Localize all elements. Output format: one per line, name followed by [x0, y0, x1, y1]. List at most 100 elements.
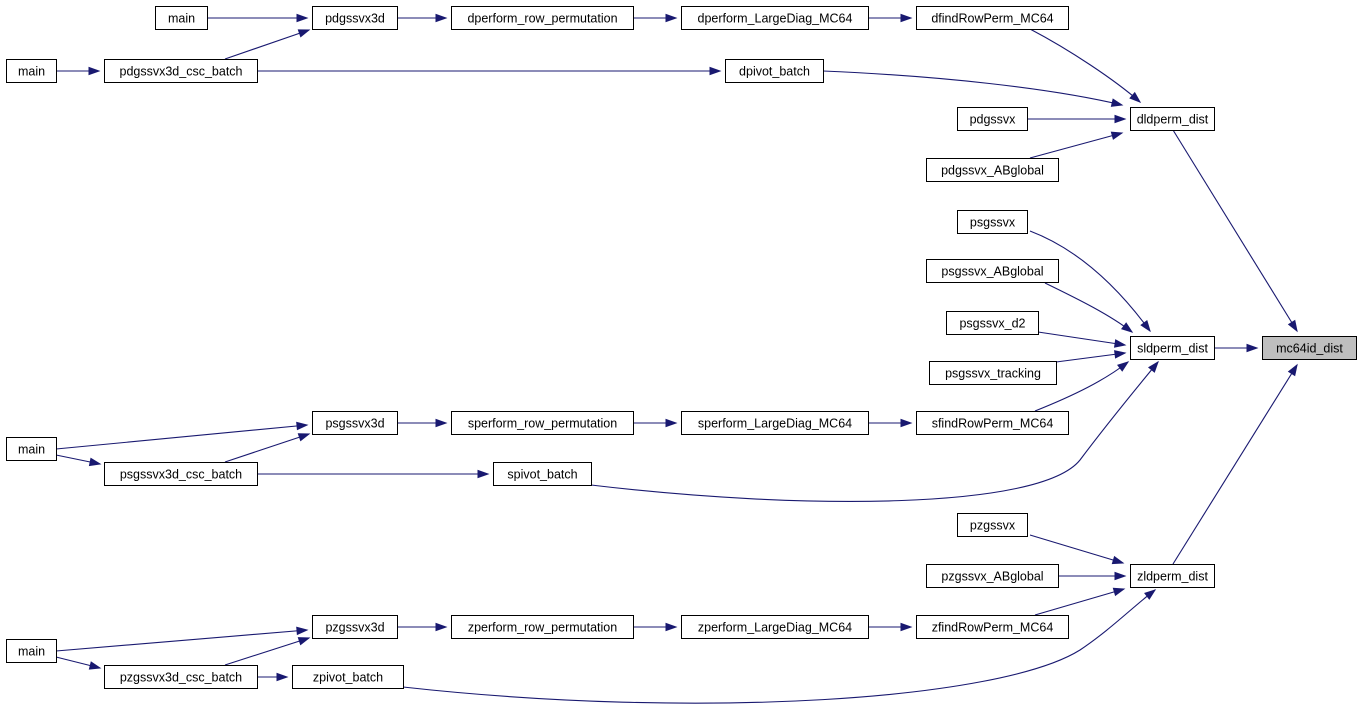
- edge-main3-to-psgssvx3d: [55, 421, 309, 450]
- edge-spivot-to-sldperm: [590, 360, 1159, 502]
- node-psgssvx_tr[interactable]: psgssvx_tracking: [929, 361, 1057, 385]
- edge-arrowhead: [665, 13, 678, 23]
- node-box: [104, 59, 258, 83]
- node-label: psgssvx_d2: [959, 317, 1025, 331]
- node-box: [957, 513, 1028, 537]
- node-mc64id[interactable]: mc64id_dist: [1262, 336, 1357, 360]
- node-drowperm[interactable]: dperform_row_permutation: [451, 6, 634, 30]
- edge-pdgssvx3d_csc-to-dpivot: [257, 66, 722, 76]
- node-box: [916, 6, 1069, 30]
- edges-layer: [55, 13, 1298, 704]
- edge-sfind-to-sldperm: [1034, 361, 1130, 412]
- node-zldperm[interactable]: zldperm_dist: [1130, 564, 1215, 588]
- edge-arrowhead: [1140, 319, 1151, 333]
- nodes-layer: mc64id_dist dldperm_dist sldperm_distzldpe…: [6, 6, 1357, 689]
- node-psgssvx3d[interactable]: psgssvx3d: [312, 411, 398, 435]
- edge-srowperm-to-slargediag: [633, 418, 678, 428]
- node-label: dperform_LargeDiag_MC64: [698, 12, 853, 26]
- node-pdgssvx[interactable]: pdgssvx: [957, 107, 1028, 131]
- edge-arrowhead: [1113, 339, 1127, 348]
- edge-line: [224, 29, 310, 60]
- edge-zldperm-to-mc64id: [1172, 363, 1298, 565]
- node-label: mc64id_dist: [1276, 342, 1343, 356]
- node-box: [916, 615, 1069, 639]
- node-psgssvx_d2[interactable]: psgssvx_d2: [946, 311, 1039, 335]
- node-label: pdgssvx_ABglobal: [941, 164, 1044, 178]
- node-pzgssvx3d[interactable]: pzgssvx3d: [312, 615, 398, 639]
- node-pzgssvx_ab[interactable]: pzgssvx_ABglobal: [926, 564, 1059, 588]
- node-box: [1130, 107, 1215, 131]
- node-dpivot[interactable]: dpivot_batch: [725, 59, 824, 83]
- edge-arrowhead: [276, 672, 289, 682]
- edge-psgssvx3d_csc-to-spivot: [257, 469, 490, 479]
- node-pdgssvx_ab[interactable]: pdgssvx_ABglobal: [926, 158, 1059, 182]
- edge-arrowhead: [1114, 571, 1127, 581]
- node-label: main: [18, 645, 45, 659]
- node-box: [451, 411, 634, 435]
- node-spivot[interactable]: spivot_batch: [493, 462, 592, 486]
- node-main4[interactable]: main: [6, 639, 57, 663]
- node-dlargediag[interactable]: dperform_LargeDiag_MC64: [681, 6, 869, 30]
- edge-psgssvx_tr-to-sldperm: [1055, 350, 1127, 363]
- edge-arrowhead: [296, 626, 309, 636]
- node-main1[interactable]: main: [155, 6, 208, 30]
- node-zfind[interactable]: zfindRowPerm_MC64: [916, 615, 1069, 639]
- node-box: [6, 59, 57, 83]
- edge-line: [55, 629, 308, 652]
- node-dfind[interactable]: dfindRowPerm_MC64: [916, 6, 1069, 30]
- edge-arrowhead: [296, 13, 309, 23]
- node-main3[interactable]: main: [6, 437, 57, 461]
- node-sldperm[interactable]: sldperm_dist: [1130, 336, 1215, 360]
- edge-dlargediag-to-dfind: [868, 13, 913, 23]
- node-label: main: [168, 12, 195, 26]
- node-srowperm[interactable]: sperform_row_permutation: [451, 411, 634, 435]
- node-box: [104, 665, 258, 689]
- node-psgssvx[interactable]: psgssvx: [957, 210, 1028, 234]
- edge-arrowhead: [1129, 91, 1142, 103]
- node-label: zldperm_dist: [1137, 570, 1208, 584]
- node-box: [312, 615, 398, 639]
- node-main2[interactable]: main: [6, 59, 57, 83]
- node-slargediag[interactable]: sperform_LargeDiag_MC64: [681, 411, 869, 435]
- edge-main2-to-pdgssvx3d_csc: [56, 66, 101, 76]
- node-dldperm[interactable]: dldperm_dist: [1130, 107, 1215, 131]
- edge-zrowperm-to-zlargediag: [633, 622, 678, 632]
- node-sfind[interactable]: sfindRowPerm_MC64: [916, 411, 1069, 435]
- node-zlargediag[interactable]: zperform_LargeDiag_MC64: [681, 615, 869, 639]
- edge-line: [1029, 534, 1124, 564]
- node-pdgssvx3d[interactable]: pdgssvx3d: [312, 6, 398, 30]
- edge-arrowhead: [435, 13, 448, 23]
- node-label: dfindRowPerm_MC64: [931, 12, 1053, 26]
- node-pzgssvx3d_csc[interactable]: pzgssvx3d_csc_batch: [104, 665, 258, 689]
- node-box: [929, 361, 1057, 385]
- edge-arrowhead: [900, 622, 913, 632]
- node-pzgssvx[interactable]: pzgssvx: [957, 513, 1028, 537]
- node-box: [926, 158, 1059, 182]
- edge-psgssvx-to-sldperm: [1029, 230, 1151, 333]
- node-box: [1130, 336, 1215, 360]
- edge-pdgssvx_ab-to-dldperm: [1029, 131, 1124, 159]
- node-label: pdgssvx3d_csc_batch: [120, 65, 243, 79]
- edge-main4-to-pzgssvx3d_csc: [55, 656, 102, 670]
- node-box: [725, 59, 824, 83]
- node-psgssvx_ab[interactable]: psgssvx_ABglobal: [926, 259, 1059, 283]
- node-box: [292, 665, 404, 689]
- edge-pdgssvx3d-to-drowperm: [397, 13, 448, 23]
- node-zrowperm[interactable]: zperform_row_permutation: [451, 615, 634, 639]
- edge-line: [822, 70, 1123, 106]
- edge-pzgssvx3d-to-zrowperm: [397, 622, 448, 632]
- node-pdgssvx3d_csc[interactable]: pdgssvx3d_csc_batch: [104, 59, 258, 83]
- edge-arrowhead: [88, 457, 102, 467]
- node-psgssvx3d_csc[interactable]: psgssvx3d_csc_batch: [104, 462, 258, 486]
- node-label: sfindRowPerm_MC64: [932, 417, 1054, 431]
- edge-line: [402, 589, 1156, 704]
- node-zpivot[interactable]: zpivot_batch: [292, 665, 404, 689]
- node-box: [451, 6, 634, 30]
- edge-arrowhead: [477, 469, 490, 479]
- node-label: main: [18, 65, 45, 79]
- edge-sldperm-to-mc64id: [1214, 343, 1259, 353]
- node-label: pzgssvx3d_csc_batch: [120, 671, 242, 685]
- node-label: pdgssvx3d: [325, 12, 385, 26]
- edge-pzgssvx_ab-to-zldperm: [1058, 571, 1127, 581]
- node-box: [312, 6, 398, 30]
